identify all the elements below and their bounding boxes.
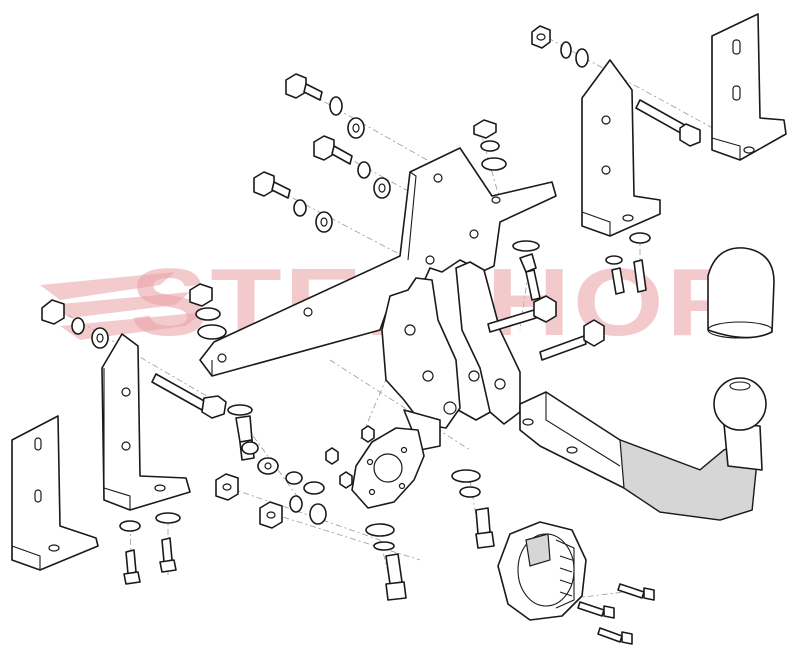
tow-ball-neck-arm <box>519 377 767 521</box>
side-mounting-bracket-right <box>581 59 661 237</box>
screw-socket-2 <box>577 601 615 619</box>
washer-right-1 <box>512 240 540 252</box>
nut-small-3 <box>339 471 353 489</box>
washer-socket-1 <box>365 523 395 537</box>
washer-lower-1 <box>241 441 259 455</box>
tow-ball <box>713 377 767 431</box>
bolt-left-long <box>151 373 227 419</box>
screw-socket-1 <box>617 583 655 601</box>
washer-upper-1a <box>329 96 343 116</box>
side-mounting-bracket-left <box>101 333 191 511</box>
washer-plate-top-2 <box>481 157 507 171</box>
nut-small-2 <box>325 447 339 465</box>
nut-small-1 <box>361 425 375 443</box>
washer-socket-2 <box>373 541 395 551</box>
washer-plate-left-2 <box>197 324 227 340</box>
washer-lower-3 <box>285 471 303 485</box>
washer-right-2 <box>629 232 651 244</box>
washer-upper-3a <box>293 199 307 217</box>
nut-plate-left <box>189 283 213 307</box>
bolt-mid-right-2 <box>539 319 605 361</box>
nut-top-right <box>531 25 551 49</box>
washer-top-right-2 <box>575 48 589 68</box>
tow-ball-cover <box>707 247 775 339</box>
washer-lower-6 <box>309 503 327 525</box>
bolt-top-right <box>635 99 701 147</box>
nut-plate-top <box>473 119 497 139</box>
watermark-swoosh <box>40 272 205 340</box>
nut-lower-left-1 <box>215 473 239 501</box>
washer-plate-left-1 <box>195 307 221 321</box>
nut-left-top <box>41 299 65 325</box>
bolt-upper-2 <box>313 135 353 165</box>
washer-plate-top-1 <box>480 140 500 152</box>
nut-lower-left-2 <box>259 501 283 529</box>
bolt-small-right-2 <box>633 259 647 293</box>
socket-mounting-plate <box>351 409 441 509</box>
right-angle-bracket-front <box>11 415 99 571</box>
washer-right-3 <box>605 255 623 265</box>
washer-top-right-1 <box>560 41 572 59</box>
washer-bottom-left-2 <box>155 512 181 524</box>
bolt-mid-right-1 <box>487 295 557 333</box>
washer-left-long <box>227 404 253 416</box>
washer-lower-5 <box>289 495 303 513</box>
washer-center-1 <box>451 469 481 483</box>
bolt-center-vertical <box>475 507 495 549</box>
washer-left-top-1 <box>71 317 85 335</box>
washer-center-2 <box>459 486 481 498</box>
right-angle-bracket-rear <box>711 13 787 161</box>
washer-bottom-left-1 <box>119 520 141 532</box>
bolt-bottom-left-2 <box>159 537 177 573</box>
center-support-plate-front <box>381 277 461 429</box>
bolt-bottom-left-1 <box>123 549 141 585</box>
screw-socket-3 <box>597 627 633 645</box>
bolt-socket-vertical <box>385 553 407 601</box>
electrical-socket <box>497 521 587 621</box>
bolt-small-right-1 <box>611 267 625 295</box>
bolt-upper-1 <box>285 73 323 101</box>
bolt-upper-3 <box>253 171 291 199</box>
bolt-vertical-right <box>519 253 541 301</box>
washer-lower-4 <box>303 481 325 495</box>
washer-upper-2a <box>357 161 371 179</box>
